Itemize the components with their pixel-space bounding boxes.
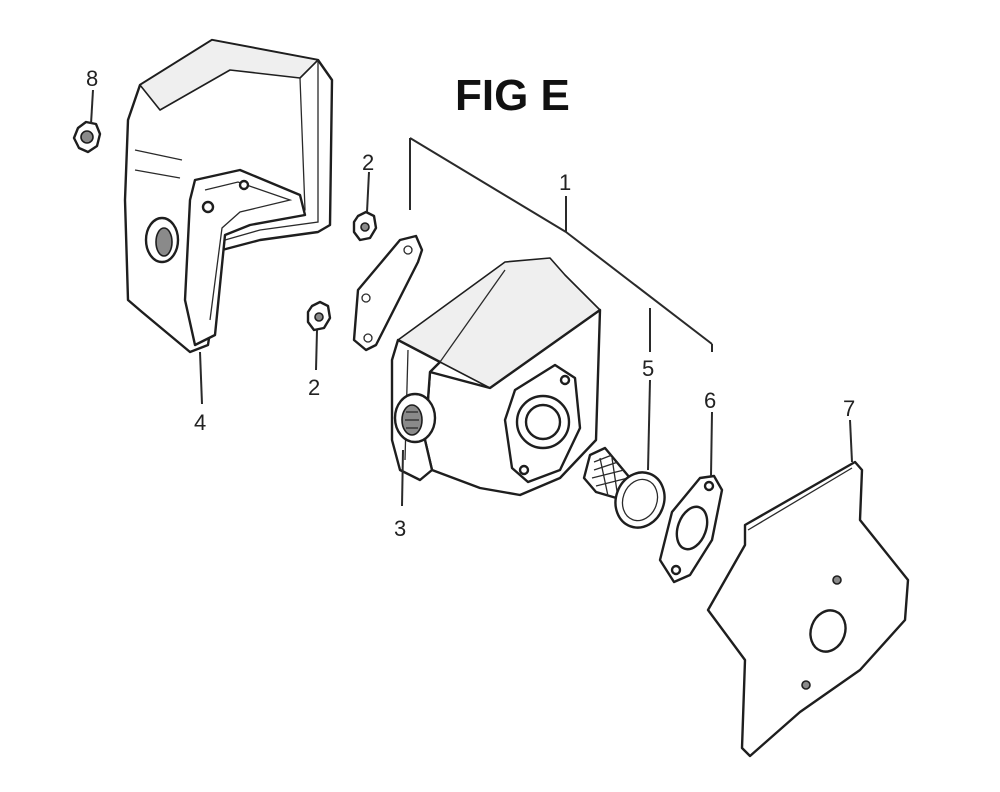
part-5-spark-arrester bbox=[582, 446, 666, 529]
part-6-gasket bbox=[658, 474, 724, 584]
callout-2-lower: 2 bbox=[308, 375, 320, 400]
part-7-heat-shield bbox=[706, 460, 910, 758]
callout-6: 6 bbox=[704, 388, 716, 413]
leader-4 bbox=[199, 351, 203, 405]
callout-7: 7 bbox=[843, 396, 855, 421]
leader-8 bbox=[90, 89, 94, 125]
group-bracket-1 bbox=[409, 137, 713, 352]
part-2-nut-upper bbox=[352, 210, 378, 242]
leader-3 bbox=[401, 449, 404, 507]
callout-1: 1 bbox=[559, 170, 571, 195]
figure-title: FIG E bbox=[455, 71, 570, 120]
leader-6 bbox=[710, 411, 713, 477]
part-2-nut-lower bbox=[306, 300, 332, 332]
part-3-muffler-body bbox=[390, 257, 602, 497]
callout-8: 8 bbox=[86, 66, 98, 91]
leader-7 bbox=[849, 419, 853, 463]
leader-2-upper bbox=[366, 171, 370, 213]
callout-4: 4 bbox=[194, 410, 206, 435]
heat-plate bbox=[352, 234, 424, 352]
callout-5: 5 bbox=[642, 356, 654, 381]
leader-5 bbox=[647, 379, 651, 471]
leader-2-lower bbox=[315, 329, 318, 371]
part-8-nut bbox=[72, 120, 102, 154]
callout-3: 3 bbox=[394, 516, 406, 541]
part-4-muffler-protector bbox=[123, 38, 334, 354]
callout-2-upper: 2 bbox=[362, 150, 374, 175]
